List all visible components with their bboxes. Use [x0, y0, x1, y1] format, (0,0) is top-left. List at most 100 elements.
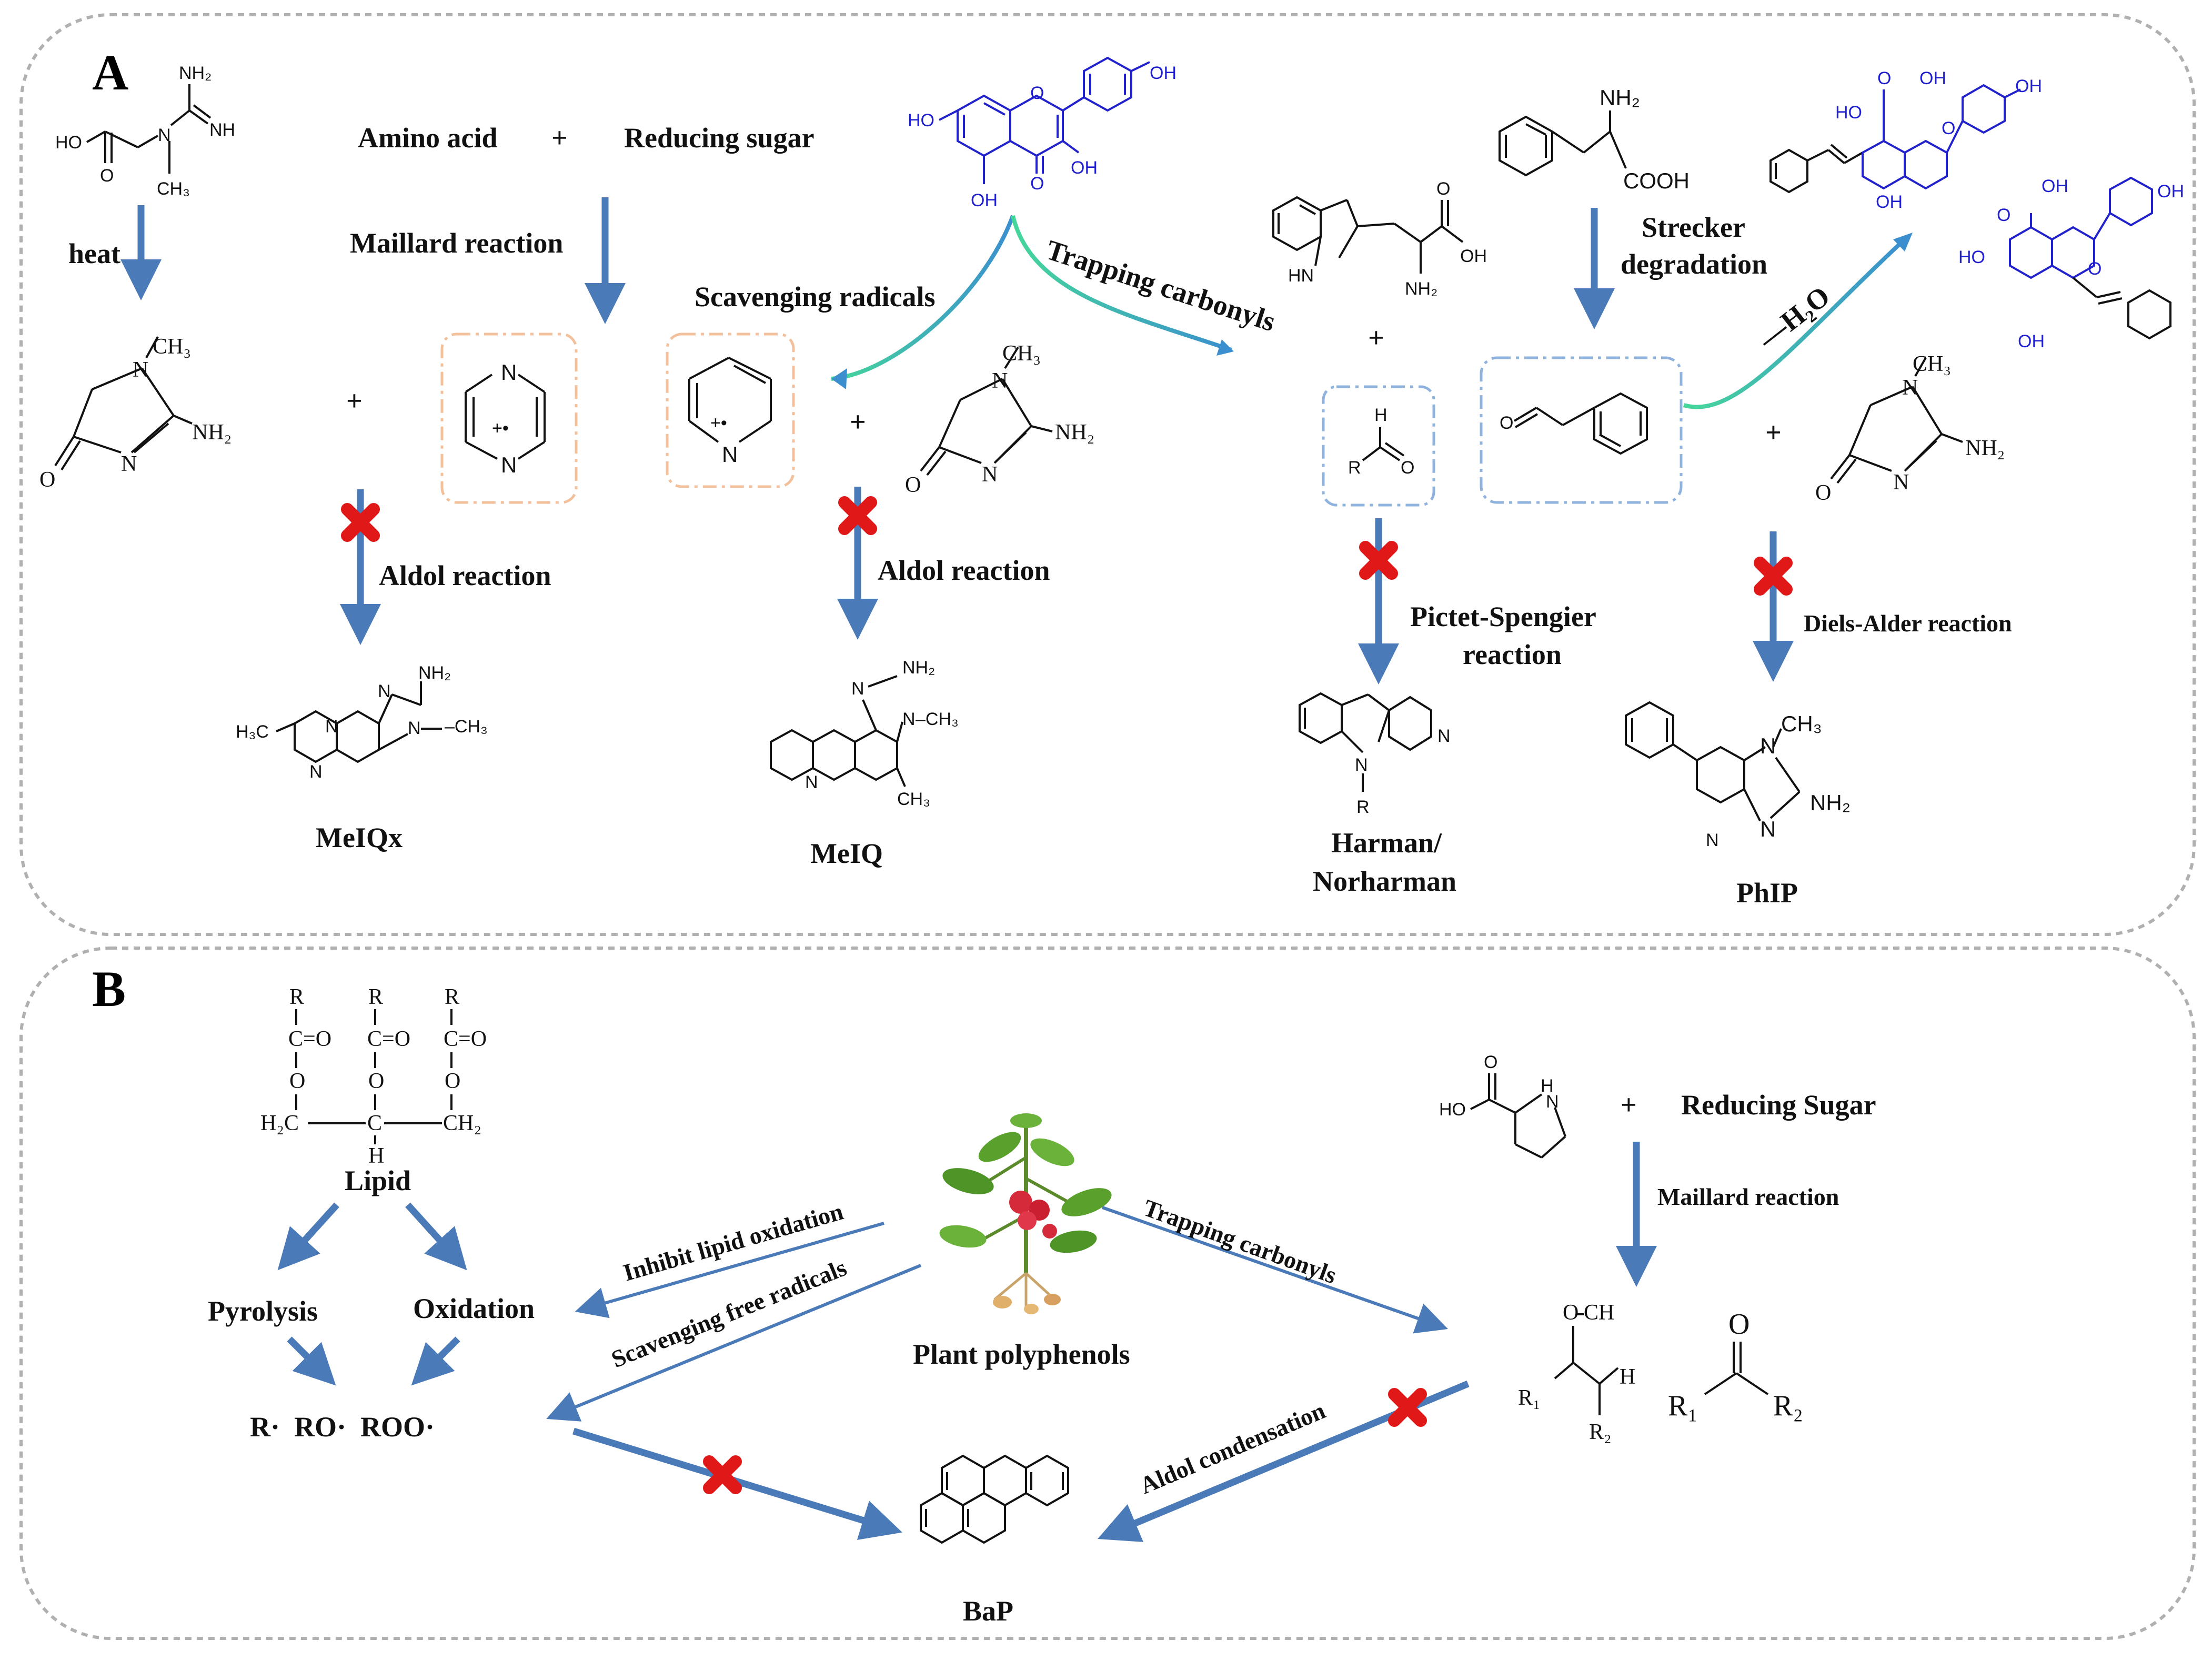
svg-text:NH₂: NH₂ — [902, 658, 935, 678]
svg-text:N: N — [902, 709, 916, 729]
pictet-label-1: Pictet-Spengier — [1410, 601, 1596, 632]
svg-text:OH: OH — [2157, 182, 2184, 202]
svg-text:O: O — [1030, 83, 1044, 103]
svg-text:CH₂: CH₂ — [443, 1111, 481, 1135]
svg-text:N: N — [1437, 726, 1451, 746]
meiqx-label: MeIQx — [316, 822, 403, 853]
plant-illustration — [939, 1113, 1112, 1314]
pyridine-radical: N +• — [688, 357, 772, 467]
svg-text:NH₂: NH₂ — [1405, 279, 1437, 299]
pyridine-box — [666, 333, 795, 488]
svg-text:CH₃: CH₃ — [153, 335, 191, 359]
meiq-label: MeIQ — [810, 838, 883, 869]
harman-label-2: Norharman — [1313, 865, 1456, 897]
svg-text:CH: CH — [1584, 1301, 1614, 1325]
svg-text:R₁: R₁ — [1668, 1390, 1698, 1422]
svg-text:R: R — [1348, 458, 1361, 478]
block-mark-4 — [1754, 557, 1793, 596]
svg-text:N: N — [992, 369, 1008, 393]
trapping-arrow-a — [1011, 215, 1232, 352]
svg-text:H₃C: H₃C — [236, 722, 269, 742]
svg-text:H: H — [1374, 405, 1387, 425]
pictet-label-2: reaction — [1463, 639, 1562, 670]
phenylacetaldehyde-structure: O — [1500, 392, 1648, 455]
pyrolysis-radical-arrow — [287, 1336, 336, 1386]
svg-text:O: O — [2088, 259, 2102, 279]
harman-structure: N R N — [1299, 692, 1451, 817]
svg-text:O: O — [1563, 1301, 1578, 1325]
svg-text:O: O — [39, 468, 55, 492]
svg-text:CH₃: CH₃ — [1781, 711, 1822, 736]
adduct-lower: HO O OH O OH OH — [1958, 176, 2184, 351]
svg-text:OH: OH — [2018, 331, 2045, 351]
svg-text:R: R — [289, 985, 304, 1009]
svg-text:O: O — [1401, 458, 1414, 478]
svg-text:+•: +• — [710, 413, 727, 433]
svg-text:O: O — [905, 473, 921, 497]
svg-text:R₂: R₂ — [1773, 1390, 1803, 1422]
svg-text:O: O — [1484, 1052, 1497, 1072]
svg-text:O: O — [289, 1069, 305, 1093]
triglyceride-structure: R R R C=O C=O C=O O O O H₂C C CH₂ H — [260, 985, 487, 1168]
pyrolysis-label: Pyrolysis — [208, 1295, 318, 1327]
svg-text:CH₃: CH₃ — [157, 179, 190, 199]
reducing-sugar-label: Reducing sugar — [624, 122, 815, 154]
svg-text:OH: OH — [1150, 63, 1177, 83]
aldol-label-2: Aldol reaction — [878, 555, 1050, 586]
svg-text:N: N — [501, 452, 517, 477]
svg-text:O: O — [100, 166, 114, 186]
svg-text:N: N — [805, 772, 818, 792]
svg-text:N: N — [1355, 755, 1368, 775]
pyrolysis-arrow — [277, 1202, 339, 1271]
block-mark-1 — [341, 503, 380, 542]
trapping-label-b: Trapping carbonyls — [1140, 1194, 1341, 1288]
phip-label: PhIP — [1736, 877, 1798, 909]
svg-text:O: O — [445, 1069, 460, 1093]
svg-text:N: N — [1902, 376, 1918, 400]
svg-text:NH₂: NH₂ — [179, 63, 212, 83]
block-mark-5 — [703, 1455, 742, 1494]
svg-text:OH: OH — [971, 190, 998, 210]
svg-text:R: R — [368, 985, 383, 1009]
svg-text:N: N — [121, 452, 137, 476]
svg-text:H: H — [1541, 1076, 1554, 1096]
plus-a5: + — [1765, 417, 1782, 448]
bap-label: BaP — [963, 1595, 1013, 1627]
svg-text:OH: OH — [1071, 158, 1098, 178]
panel-a-frame — [19, 13, 2196, 936]
svg-text:H: H — [1620, 1365, 1635, 1389]
plus-a2: + — [346, 385, 363, 417]
phip-structure: N N CH₃ NH₂ N — [1625, 701, 1851, 850]
panel-b-frame — [19, 947, 2196, 1640]
svg-text:COOH: COOH — [1623, 168, 1690, 193]
block-mark-3 — [1359, 541, 1398, 580]
plus-b1: + — [1621, 1089, 1637, 1121]
trapping-label-a: Trapping carbonyls — [1042, 234, 1279, 337]
svg-text:O: O — [1436, 179, 1450, 199]
amino-acid-label: Amino acid — [358, 122, 498, 154]
svg-text:O: O — [1942, 118, 1955, 138]
svg-text:HO: HO — [1439, 1100, 1466, 1120]
svg-text:NH₂: NH₂ — [192, 420, 232, 445]
meiqx-structure: H₃C N N N NH₂ N –CH₃ — [236, 663, 488, 782]
svg-text:N: N — [501, 360, 517, 385]
panel-b-letter: B — [92, 961, 126, 1017]
svg-text:N: N — [1760, 817, 1776, 841]
aldehyde-structure: H R O — [1348, 405, 1414, 478]
svg-text:N: N — [1706, 830, 1719, 850]
oxidation-label: Oxidation — [413, 1293, 535, 1324]
heat-label: heat — [68, 238, 120, 269]
svg-text:NH₂: NH₂ — [1600, 85, 1640, 110]
trapping-arrow-b — [1102, 1206, 1448, 1334]
svg-text:O: O — [1815, 481, 1831, 505]
scavenging-arrow — [831, 215, 1015, 381]
svg-text:CH₃: CH₃ — [1913, 352, 1951, 376]
scavenging-free-arrow — [546, 1264, 922, 1422]
plus-a3: + — [850, 406, 866, 438]
svg-text:N: N — [851, 679, 864, 699]
proline-structure: HO O H N — [1439, 1052, 1566, 1159]
adduct-upper: HO O OH O OH OH — [1769, 68, 2042, 212]
svg-text:H₂C: H₂C — [260, 1111, 299, 1135]
svg-text:N: N — [982, 462, 998, 487]
svg-text:R₂: R₂ — [1589, 1420, 1612, 1444]
